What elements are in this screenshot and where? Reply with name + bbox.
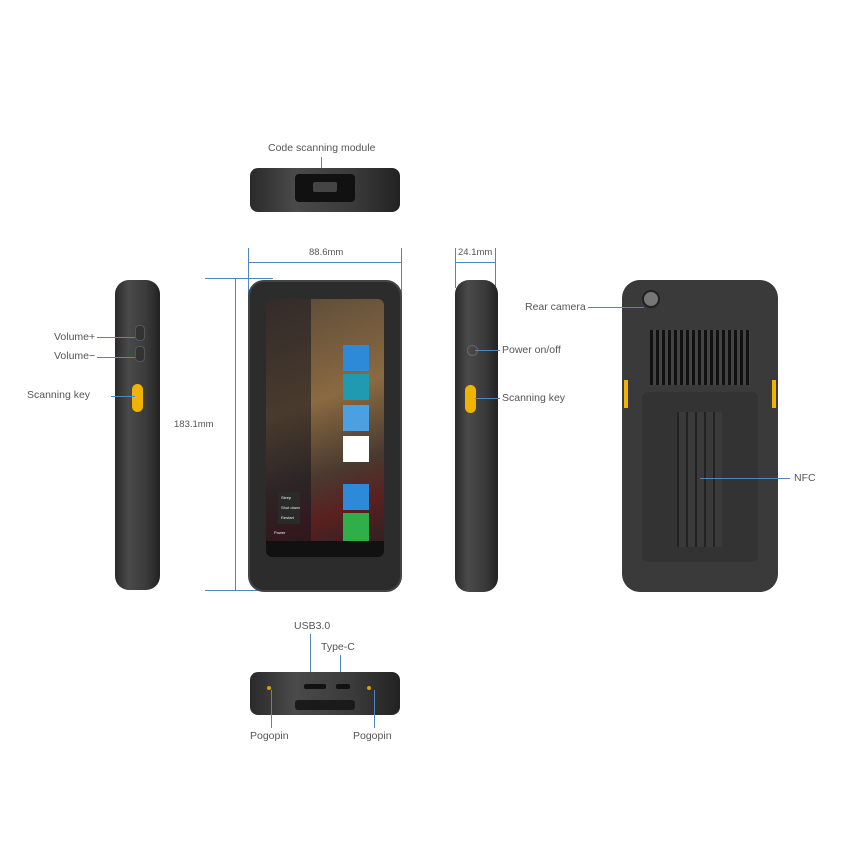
pogopin <box>367 686 371 690</box>
power-label: Power <box>274 530 286 535</box>
label-rear-camera: Rear camera <box>525 301 586 313</box>
callout-line <box>111 396 135 397</box>
tile-music <box>343 484 369 510</box>
dimension-line <box>495 248 496 288</box>
dimension-line <box>401 248 402 298</box>
power-menu: Sleep Shut down Restart <box>278 492 300 524</box>
grip <box>295 700 355 710</box>
tile-store <box>343 436 369 462</box>
device-right-side <box>455 280 498 592</box>
scan-key <box>772 380 776 408</box>
nfc-area <box>677 412 722 547</box>
tile-people <box>343 405 369 431</box>
label-pogopin-left: Pogopin <box>250 730 289 742</box>
speaker-grille <box>650 330 750 385</box>
label-power: Power on/off <box>502 344 561 356</box>
dimension-line <box>205 590 260 591</box>
label-pogopin-right: Pogopin <box>353 730 392 742</box>
menu-shut-down: Shut down <box>281 505 300 510</box>
device-back <box>622 280 778 592</box>
device-top-view <box>250 168 400 212</box>
tile-money <box>343 513 369 541</box>
menu-restart: Restart <box>281 515 294 520</box>
dimension-line <box>205 278 273 279</box>
rear-camera <box>642 290 660 308</box>
screen: Sleep Shut down Restart Power <box>266 299 384 557</box>
dimension-line <box>455 262 496 263</box>
callout-line <box>271 690 272 728</box>
label-usb: USB3.0 <box>294 620 331 632</box>
callout-line <box>374 690 375 728</box>
callout-line <box>700 478 790 479</box>
label-height: 183.1mm <box>174 419 214 430</box>
label-depth: 24.1mm <box>458 247 493 258</box>
tile-calendar <box>343 345 369 371</box>
usb-port <box>304 684 326 689</box>
dimension-line <box>455 248 456 288</box>
volume-down-button <box>135 346 145 362</box>
back-cover <box>642 392 758 562</box>
scan-key <box>132 384 143 412</box>
scan-key <box>465 385 476 413</box>
label-volume-down: Volume− <box>54 350 96 362</box>
callout-line <box>475 398 500 399</box>
callout-line <box>475 350 500 351</box>
dimension-line <box>248 248 249 298</box>
tile-photos <box>343 374 369 400</box>
callout-line <box>310 634 311 684</box>
dimension-line <box>235 278 236 590</box>
label-scanning-key-right: Scanning key <box>502 392 566 404</box>
scan-key <box>624 380 628 408</box>
callout-line <box>588 307 644 308</box>
label-scanning-key-left: Scanning key <box>27 389 91 401</box>
volume-up-button <box>135 325 145 341</box>
device-left-side <box>115 280 160 590</box>
taskbar <box>266 541 384 557</box>
typec-port <box>336 684 350 689</box>
device-front: Sleep Shut down Restart Power <box>248 280 402 592</box>
menu-sleep: Sleep <box>281 495 292 500</box>
callout-line <box>97 357 135 358</box>
callout-line <box>97 337 135 338</box>
callout-line <box>340 655 341 684</box>
dimension-line <box>248 262 402 263</box>
label-width: 88.6mm <box>309 247 344 258</box>
label-typec: Type-C <box>321 641 355 653</box>
label-code-scanning-module: Code scanning module <box>268 142 376 154</box>
label-volume-up: Volume+ <box>54 331 96 343</box>
scanner-window <box>295 174 355 202</box>
label-nfc: NFC <box>794 472 816 484</box>
device-bottom-view <box>250 672 400 715</box>
pogopin <box>267 686 271 690</box>
